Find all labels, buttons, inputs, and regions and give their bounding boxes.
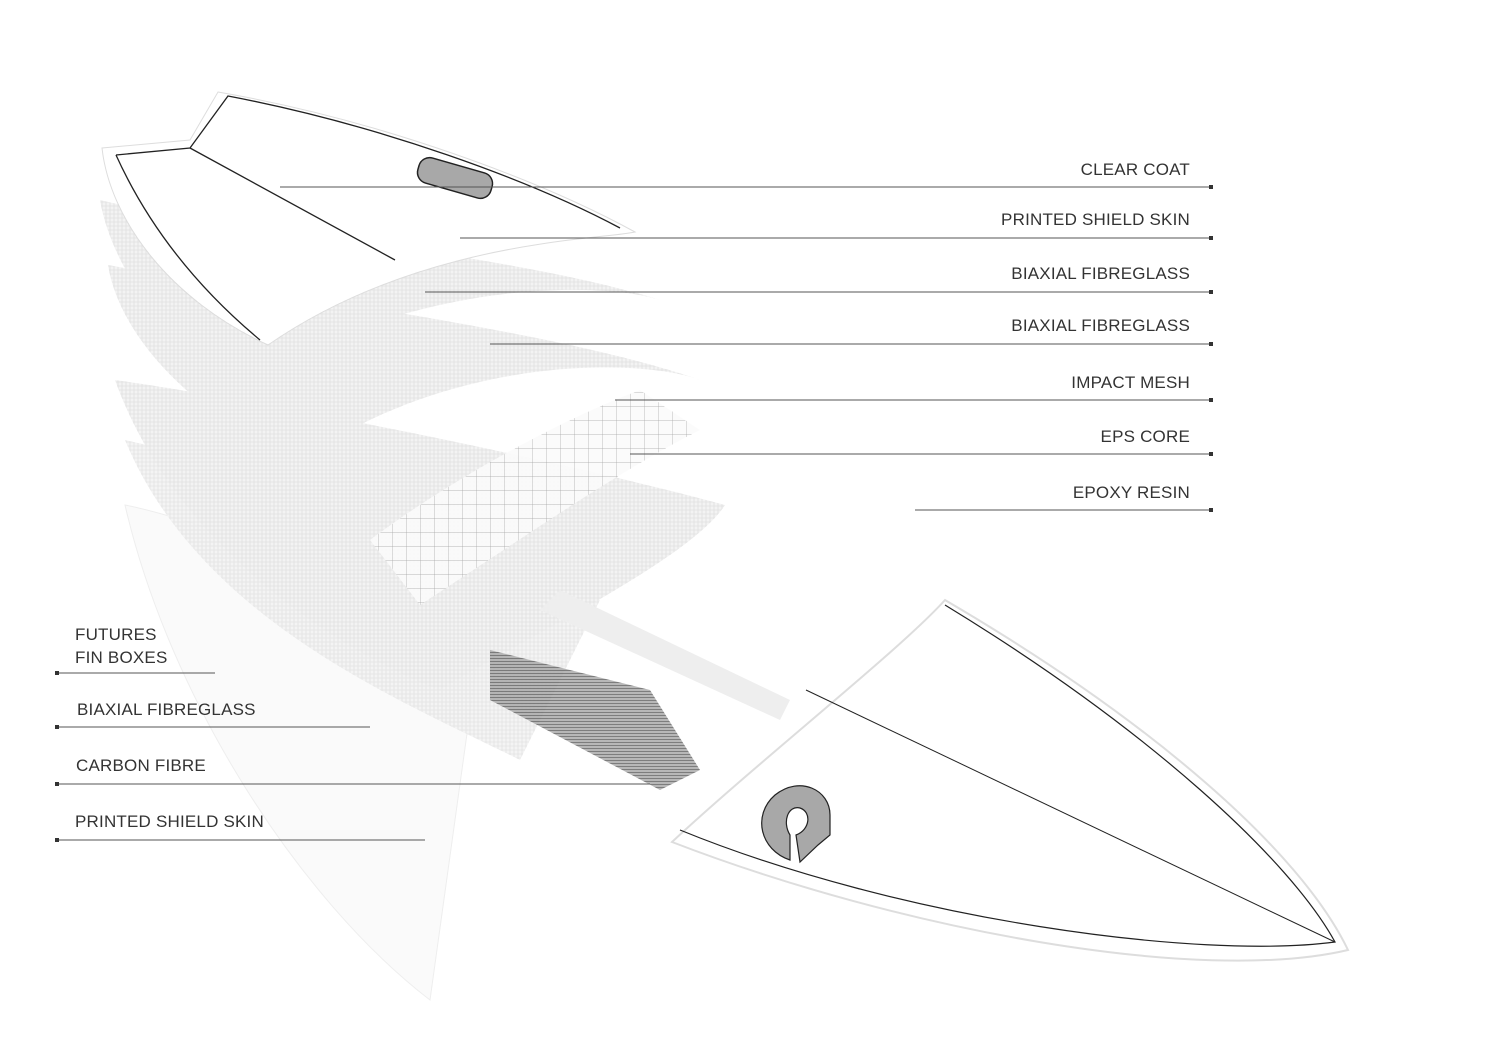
label-eps-core: EPS CORE <box>1100 427 1190 446</box>
q-bottom-logo <box>761 785 831 864</box>
label-printed-shield-skin-bottom: PRINTED SHIELD SKIN <box>75 812 264 831</box>
leader-lines-left <box>57 672 650 841</box>
label-futures-line1: FUTURES <box>75 625 157 644</box>
label-epoxy-resin: EPOXY RESIN <box>1072 483 1190 502</box>
label-printed-shield-skin-top: PRINTED SHIELD SKIN <box>1001 210 1190 229</box>
nose-section <box>670 598 1350 962</box>
label-biaxial-fibreglass-1: BIAXIAL FIBREGLASS <box>1011 264 1190 283</box>
label-biaxial-fibreglass-2: BIAXIAL FIBREGLASS <box>1011 316 1190 335</box>
label-clear-coat: CLEAR COAT <box>1080 160 1190 179</box>
label-impact-mesh: IMPACT MESH <box>1071 373 1190 392</box>
label-carbon-fibre: CARBON FIBRE <box>76 756 206 775</box>
carbon-fibre-strip <box>490 650 700 790</box>
stringer <box>540 590 790 720</box>
deck-skin-layer <box>101 91 637 346</box>
label-futures-line2: FIN BOXES <box>75 648 168 667</box>
leader-lines-right <box>280 186 1212 511</box>
torq-deck-logo <box>416 156 494 200</box>
label-biaxial-fibreglass-bottom: BIAXIAL FIBREGLASS <box>77 700 256 719</box>
impact-mesh-layer <box>370 390 700 605</box>
